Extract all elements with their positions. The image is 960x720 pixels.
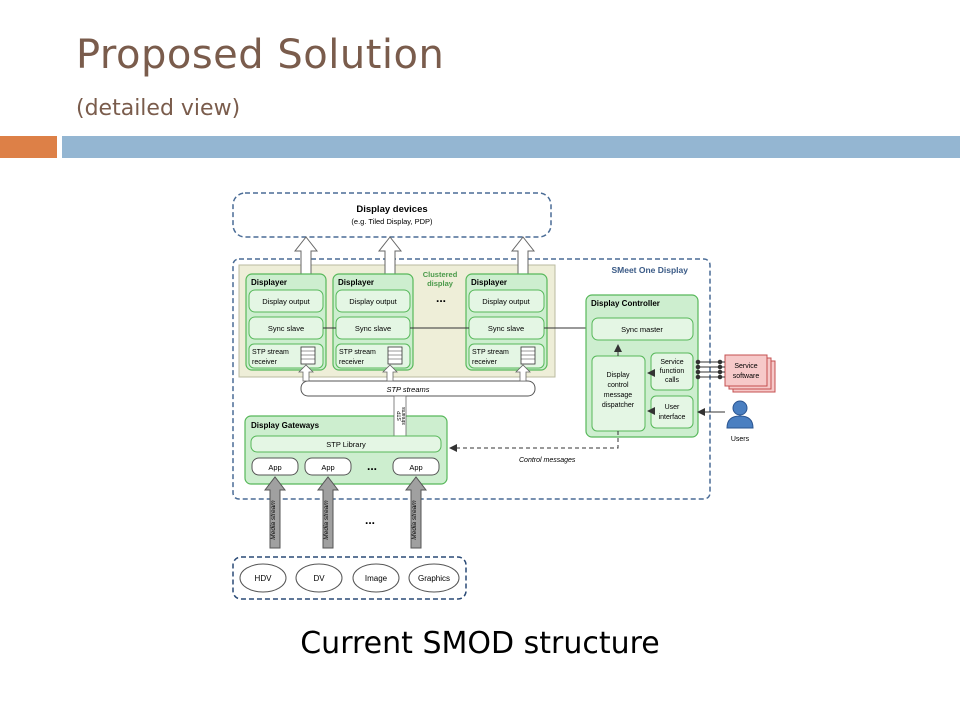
- display-devices-subtitle: (e.g. Tiled Display, PDP): [351, 217, 433, 226]
- service-connectors: [695, 359, 725, 380]
- displayer-3-stp2: receiver: [472, 359, 498, 366]
- clustered-dots: ...: [436, 291, 446, 305]
- sync-master: Sync master: [621, 325, 663, 334]
- service-calls-1: Service: [660, 359, 683, 366]
- smeet-label: SMeet One Display: [611, 265, 688, 275]
- media-stream-arrows: Media stream Media stream Media stream .…: [263, 476, 428, 549]
- service-calls-2: function: [660, 368, 685, 375]
- display-devices-box: [232, 192, 552, 238]
- accent-bar-blue: [62, 136, 960, 158]
- displayer-2-sync: Sync slave: [355, 324, 391, 333]
- displayer-3-sync: Sync slave: [488, 324, 524, 333]
- slide-subtitle: (detailed view): [76, 96, 241, 121]
- dispatcher-1: Display: [607, 372, 630, 379]
- control-messages-line: [449, 431, 619, 452]
- app-3: App: [409, 463, 422, 472]
- dispatcher-3: message: [604, 392, 633, 399]
- gateways-stp-vertical-2: streams: [401, 407, 407, 425]
- media-stream-label-1: Media stream: [270, 500, 277, 540]
- displayer-1-output: Display output: [262, 297, 310, 306]
- service-software-2: software: [733, 373, 760, 380]
- service-software-1: Service: [734, 363, 757, 370]
- user-interface-2: interface: [659, 414, 686, 421]
- control-messages-label: Control messages: [519, 457, 576, 464]
- displayer-3-output: Display output: [482, 297, 530, 306]
- stp-streams-pipe: STP streams: [298, 364, 536, 397]
- app-2: App: [321, 463, 334, 472]
- gateways-stp-vertical-1: STP: [397, 410, 403, 420]
- gateways-title: Display Gateways: [251, 421, 320, 430]
- user-interface-1: User: [665, 404, 680, 411]
- source-image: Image: [365, 574, 388, 583]
- media-dots: ...: [365, 513, 375, 527]
- displayer-1-sync: Sync slave: [268, 324, 304, 333]
- source-hdv: HDV: [255, 574, 273, 583]
- service-software-stack: Service software: [724, 354, 776, 393]
- media-sources: HDV DV Image Graphics: [232, 556, 467, 600]
- users-label: Users: [731, 436, 750, 443]
- app-1: App: [268, 463, 281, 472]
- displayer-1-title: Displayer: [251, 278, 287, 287]
- dispatcher-2: control: [607, 382, 628, 389]
- service-calls-3: calls: [665, 377, 680, 384]
- media-stream-label-2: Media stream: [323, 500, 330, 540]
- clustered-label-1: Clustered: [423, 270, 458, 279]
- accent-bar-orange: [0, 136, 57, 158]
- displayer-3-stp1: STP stream: [472, 349, 509, 356]
- displayer-3: Displayer Display output Sync slave STP …: [465, 273, 548, 371]
- diagram-caption: Current SMOD structure: [300, 626, 660, 661]
- slide-title: Proposed Solution: [76, 32, 445, 78]
- stp-library: STP Library: [326, 440, 366, 449]
- source-graphics: Graphics: [418, 574, 450, 583]
- displayer-2-title: Displayer: [338, 278, 374, 287]
- displayer-1: Displayer Display output Sync slave STP …: [245, 273, 327, 371]
- displayer-3-title: Displayer: [471, 278, 507, 287]
- displayer-1-stp2: receiver: [252, 359, 278, 366]
- clustered-label-2: display: [427, 279, 454, 288]
- displayer-2-stp1: STP stream: [339, 349, 376, 356]
- displayer-1-stp1: STP stream: [252, 349, 289, 356]
- smeet-one-display-boundary: [232, 258, 711, 500]
- source-dv: DV: [313, 574, 325, 583]
- media-stream-label-3: Media stream: [411, 500, 418, 540]
- controller-title: Display Controller: [591, 299, 660, 308]
- display-devices-title: Display devices: [356, 204, 427, 215]
- stp-streams-label: STP streams: [386, 385, 429, 394]
- app-dots: ...: [367, 459, 377, 473]
- displayer-2: Displayer Display output Sync slave STP …: [332, 273, 414, 371]
- dispatcher-4: dispatcher: [602, 402, 635, 409]
- users-icon: [726, 400, 754, 429]
- displayer-2-stp2: receiver: [339, 359, 365, 366]
- displayer-2-output: Display output: [349, 297, 397, 306]
- display-gateways: Display Gateways STP streams STP Library…: [244, 395, 448, 485]
- display-controller: Display Controller Sync master Display c…: [585, 294, 699, 438]
